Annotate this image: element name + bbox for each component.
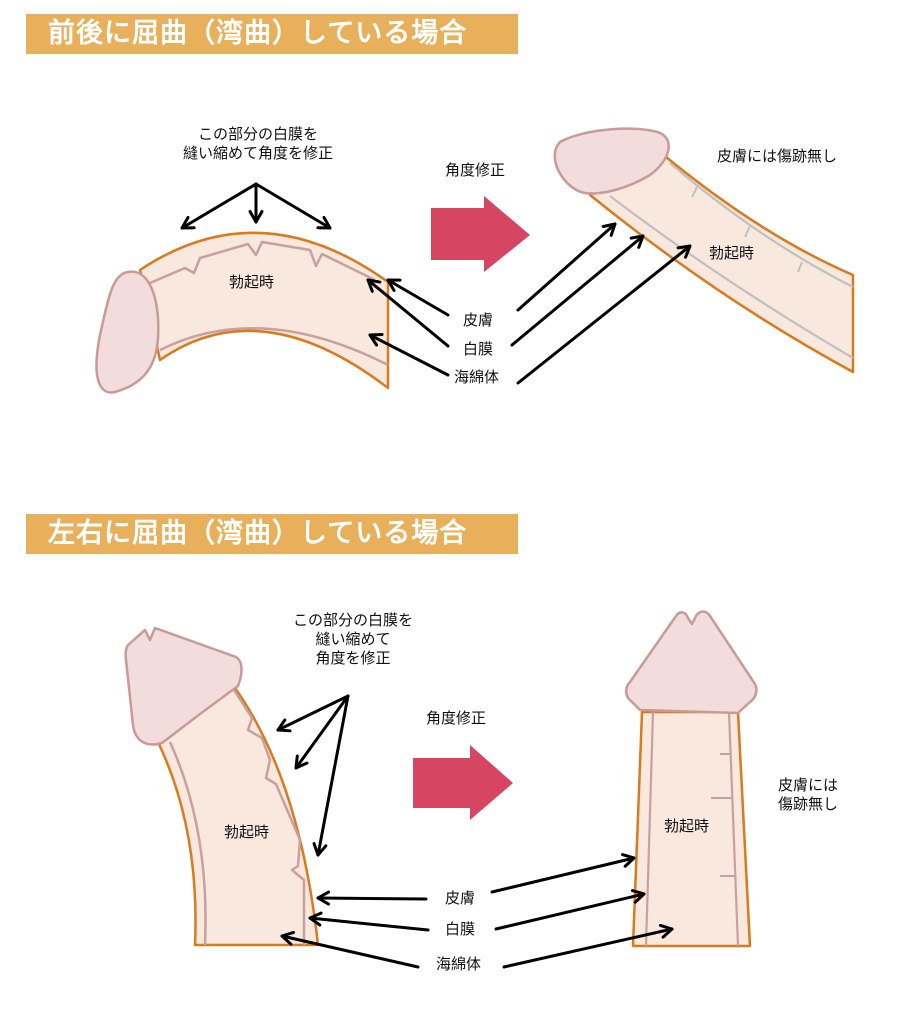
penis-before-front-back <box>95 231 390 394</box>
tunica-top <box>669 162 854 288</box>
glans <box>553 127 670 195</box>
penis-before-left-right <box>124 626 320 947</box>
pointer-skin <box>516 222 617 312</box>
section-title-left-right: 左右に屈曲（湾曲）している場合 <box>26 514 518 554</box>
before-label-2: 勃起時 <box>224 823 270 841</box>
pointer-tunica <box>510 234 645 347</box>
glans <box>95 270 160 394</box>
suture-pointers-2 <box>276 694 350 857</box>
after-note-2: 皮膚には 傷跡無し <box>778 776 839 813</box>
after-label-1: 勃起時 <box>709 244 755 262</box>
suture-pointers-1 <box>180 182 332 230</box>
suture-note-1: この部分の白膜を 縫い縮めて角度を修正 <box>182 125 333 162</box>
pointer-arrow <box>276 694 350 733</box>
layer-label-tunica-2: 白膜 <box>445 920 476 938</box>
tunica-left <box>168 741 207 946</box>
pointer-skin <box>316 890 428 906</box>
correction-label-1: 角度修正 <box>445 161 506 179</box>
shaft-skin <box>138 231 390 390</box>
pointer-tunica <box>308 911 430 932</box>
correction-arrow-1 <box>431 196 530 272</box>
pointer-arrow <box>312 694 350 857</box>
tunica-right-sutured <box>232 689 306 945</box>
penis-after-front-back <box>553 127 855 374</box>
tunica-right <box>727 711 740 947</box>
glans <box>625 610 758 715</box>
pointer-tunica <box>366 278 450 348</box>
layer-label-skin-1: 皮膚 <box>463 311 494 329</box>
pointer-cavernosum <box>502 923 674 969</box>
pointer-arrow <box>254 182 332 230</box>
pointer-cavernosum <box>280 930 420 969</box>
layer-label-cavernosum-2: 海綿体 <box>436 955 482 973</box>
layer-pointers-2-left <box>280 890 430 969</box>
pointer-arrow <box>294 694 350 770</box>
glans <box>124 626 243 746</box>
layer-pointers-1-left <box>366 278 450 377</box>
suture-marks <box>691 186 803 273</box>
correction-arrow-2 <box>413 745 513 820</box>
layer-label-tunica-1: 白膜 <box>463 340 494 358</box>
correction-label-2: 角度修正 <box>426 709 487 727</box>
pointer-tunica <box>494 889 646 931</box>
tunica-top-sutured <box>149 240 376 285</box>
suture-marks <box>711 753 735 877</box>
layer-label-cavernosum-1: 海綿体 <box>454 368 500 386</box>
tunica-bottom <box>609 195 854 359</box>
layer-label-skin-2: 皮膚 <box>445 889 476 907</box>
before-label-1: 勃起時 <box>229 273 275 291</box>
pointer-cavernosum <box>368 332 450 377</box>
tunica-bottom <box>159 327 389 367</box>
penis-after-left-right <box>625 610 758 948</box>
section-title-front-back: 前後に屈曲（湾曲）している場合 <box>26 14 518 54</box>
suture-note-2: この部分の白膜を 縫い縮めて 角度を修正 <box>292 611 413 667</box>
after-label-2: 勃起時 <box>664 817 710 835</box>
layer-pointers-2-right <box>490 853 674 969</box>
pointer-cavernosum <box>516 244 692 385</box>
tunica-left <box>644 711 655 947</box>
after-note-1: 皮膚には傷跡無し <box>717 147 838 165</box>
pointer-skin <box>386 278 450 317</box>
pointer-arrow <box>180 182 258 230</box>
pointer-skin <box>490 853 636 894</box>
layer-pointers-1-right <box>510 222 692 385</box>
